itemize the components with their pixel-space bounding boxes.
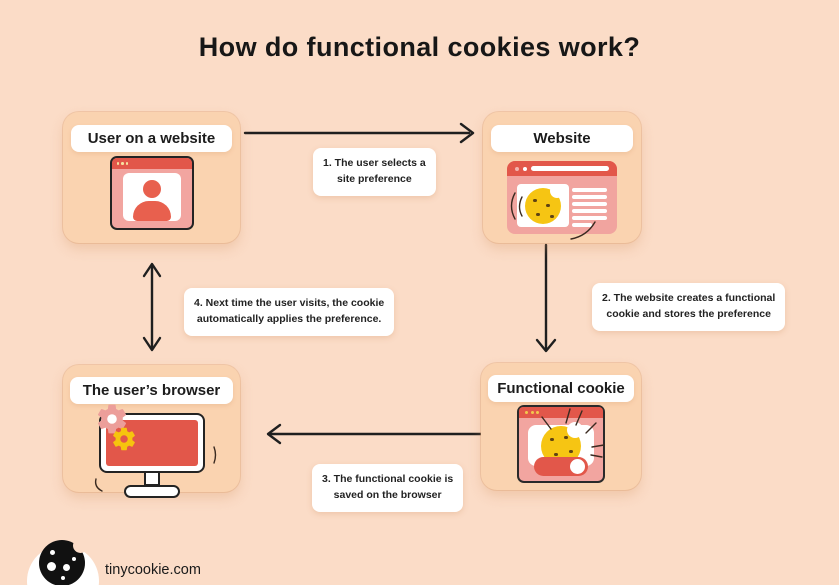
node-cookie-label: Functional cookie [488,375,634,402]
node-website: Website [483,112,641,243]
gear-yellow-icon [112,427,135,451]
node-functional-cookie: Functional cookie [481,363,641,490]
page-title: How do functional cookies work? [198,32,641,62]
toggle-switch-icon [534,457,588,476]
window-bar [507,161,617,176]
node-website-label: Website [491,125,633,152]
node-user-label: User on a website [71,125,232,152]
cookie-toggle-window-icon [517,405,605,483]
node-user-on-website: User on a website [63,112,240,243]
user-avatar-icon [122,173,181,221]
monitor-with-gears-icon [92,404,216,499]
window-bar [111,158,192,169]
window-bar [519,407,603,418]
text-lines [572,188,607,230]
step-4-annotation: 4. Next time the user visits, the cookie… [184,288,395,336]
brand-text: tinycookie.com [105,562,201,578]
website-cookie-window-icon [507,161,617,240]
gear-pink-icon [97,404,126,434]
user-browser-window-icon [109,156,194,230]
node-users-browser: The user’s browser [63,365,240,498]
cookie-logo-icon [39,538,88,585]
cookie-image [517,183,569,227]
node-browser-label: The user’s browser [70,377,233,404]
